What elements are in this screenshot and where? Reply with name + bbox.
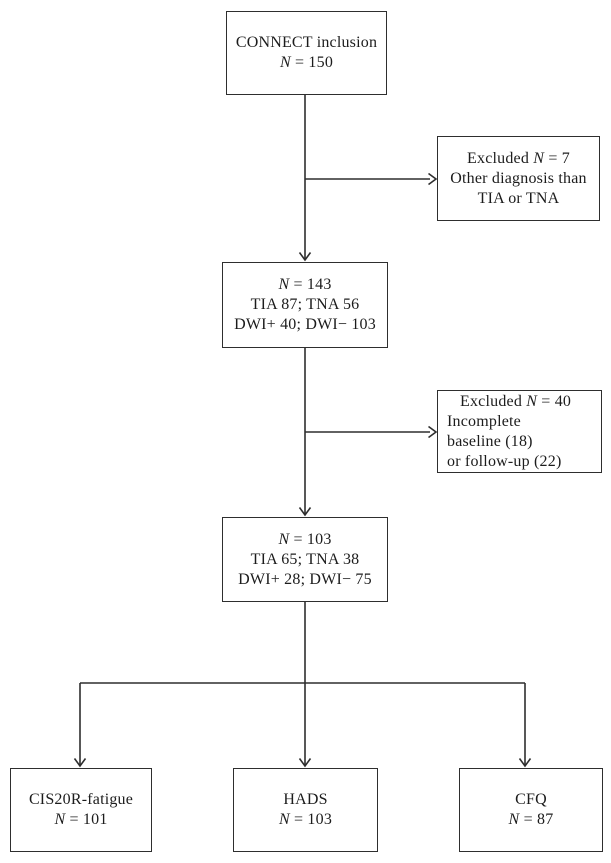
text-line: baseline (18) bbox=[447, 432, 533, 450]
text-line: Other diagnosis than bbox=[450, 169, 587, 187]
text-line: CONNECT inclusion bbox=[235, 34, 378, 51]
text-line: N = 103 bbox=[278, 811, 333, 828]
text-line: Excluded N = 40 bbox=[460, 392, 572, 410]
text-line: TIA or TNA bbox=[477, 189, 560, 207]
text-line: DWI+ 28; DWI− 75 bbox=[238, 570, 372, 588]
text-line: N = 150 bbox=[279, 54, 334, 71]
node-cis20r-fatigue: CIS20R-fatigue N = 101 bbox=[10, 768, 152, 852]
text-line: TIA 65; TNA 38 bbox=[250, 550, 360, 568]
text-line: or follow-up (22) bbox=[447, 452, 562, 470]
arrowhead-right-excluded-7-icon bbox=[428, 172, 438, 186]
text-line: TIA 87; TNA 56 bbox=[250, 296, 360, 313]
node-excluded-incomplete: Excluded N = 40 Incomplete baseline (18) or… bbox=[437, 390, 602, 473]
text-line: CIS20R-fatigue bbox=[28, 791, 134, 808]
arrowhead-right-excluded-40-icon bbox=[428, 425, 438, 439]
arrowhead-down-hads-icon bbox=[298, 758, 312, 768]
arrowhead-down-cfq-icon bbox=[518, 758, 532, 768]
node-hads: HADS N = 103 bbox=[233, 768, 378, 852]
text-line: N = 101 bbox=[54, 811, 108, 828]
arrowhead-down-cohort143-icon bbox=[298, 252, 312, 262]
text-line: N = 87 bbox=[508, 811, 554, 828]
text-line: Excluded N = 7 bbox=[467, 149, 570, 167]
text-line: N = 103 bbox=[278, 530, 332, 548]
text-line: DWI+ 40; DWI− 103 bbox=[234, 316, 376, 333]
node-cfq: CFQ N = 87 bbox=[459, 768, 603, 852]
text-line: Incomplete bbox=[447, 412, 521, 430]
text-line: N = 143 bbox=[278, 276, 332, 293]
arrowhead-down-cohort103-icon bbox=[298, 507, 312, 517]
text-line: CFQ bbox=[515, 791, 547, 808]
arrowhead-down-cis20r-icon bbox=[73, 758, 87, 768]
text-line: HADS bbox=[283, 791, 328, 808]
node-connect-inclusion: CONNECT inclusion N = 150 bbox=[226, 11, 387, 95]
